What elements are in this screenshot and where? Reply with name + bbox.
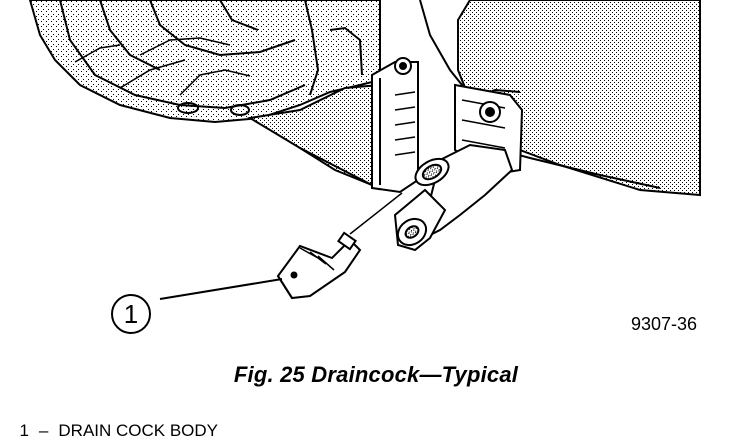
figure-code: 9307-36 (631, 314, 697, 334)
legend-number: 1 (19, 421, 29, 440)
legend: 1–DRAIN COCK BODY (10, 401, 218, 441)
mount-bracket (371, 57, 419, 194)
legend-label: DRAIN COCK BODY (58, 421, 219, 440)
drain-cock-body (276, 231, 362, 300)
installation-path-line (349, 192, 403, 235)
draincock-illustration: 1 9307-36 (28, 0, 701, 334)
radiator-tank (28, 0, 381, 124)
legend-dash: – (38, 421, 49, 440)
figure-caption: Fig. 25 Draincock—Typical (233, 362, 519, 387)
drain-port (393, 188, 447, 252)
callout-leader-line (159, 278, 283, 300)
callout-number: 1 (124, 299, 138, 329)
callout-1: 1 (111, 294, 151, 334)
